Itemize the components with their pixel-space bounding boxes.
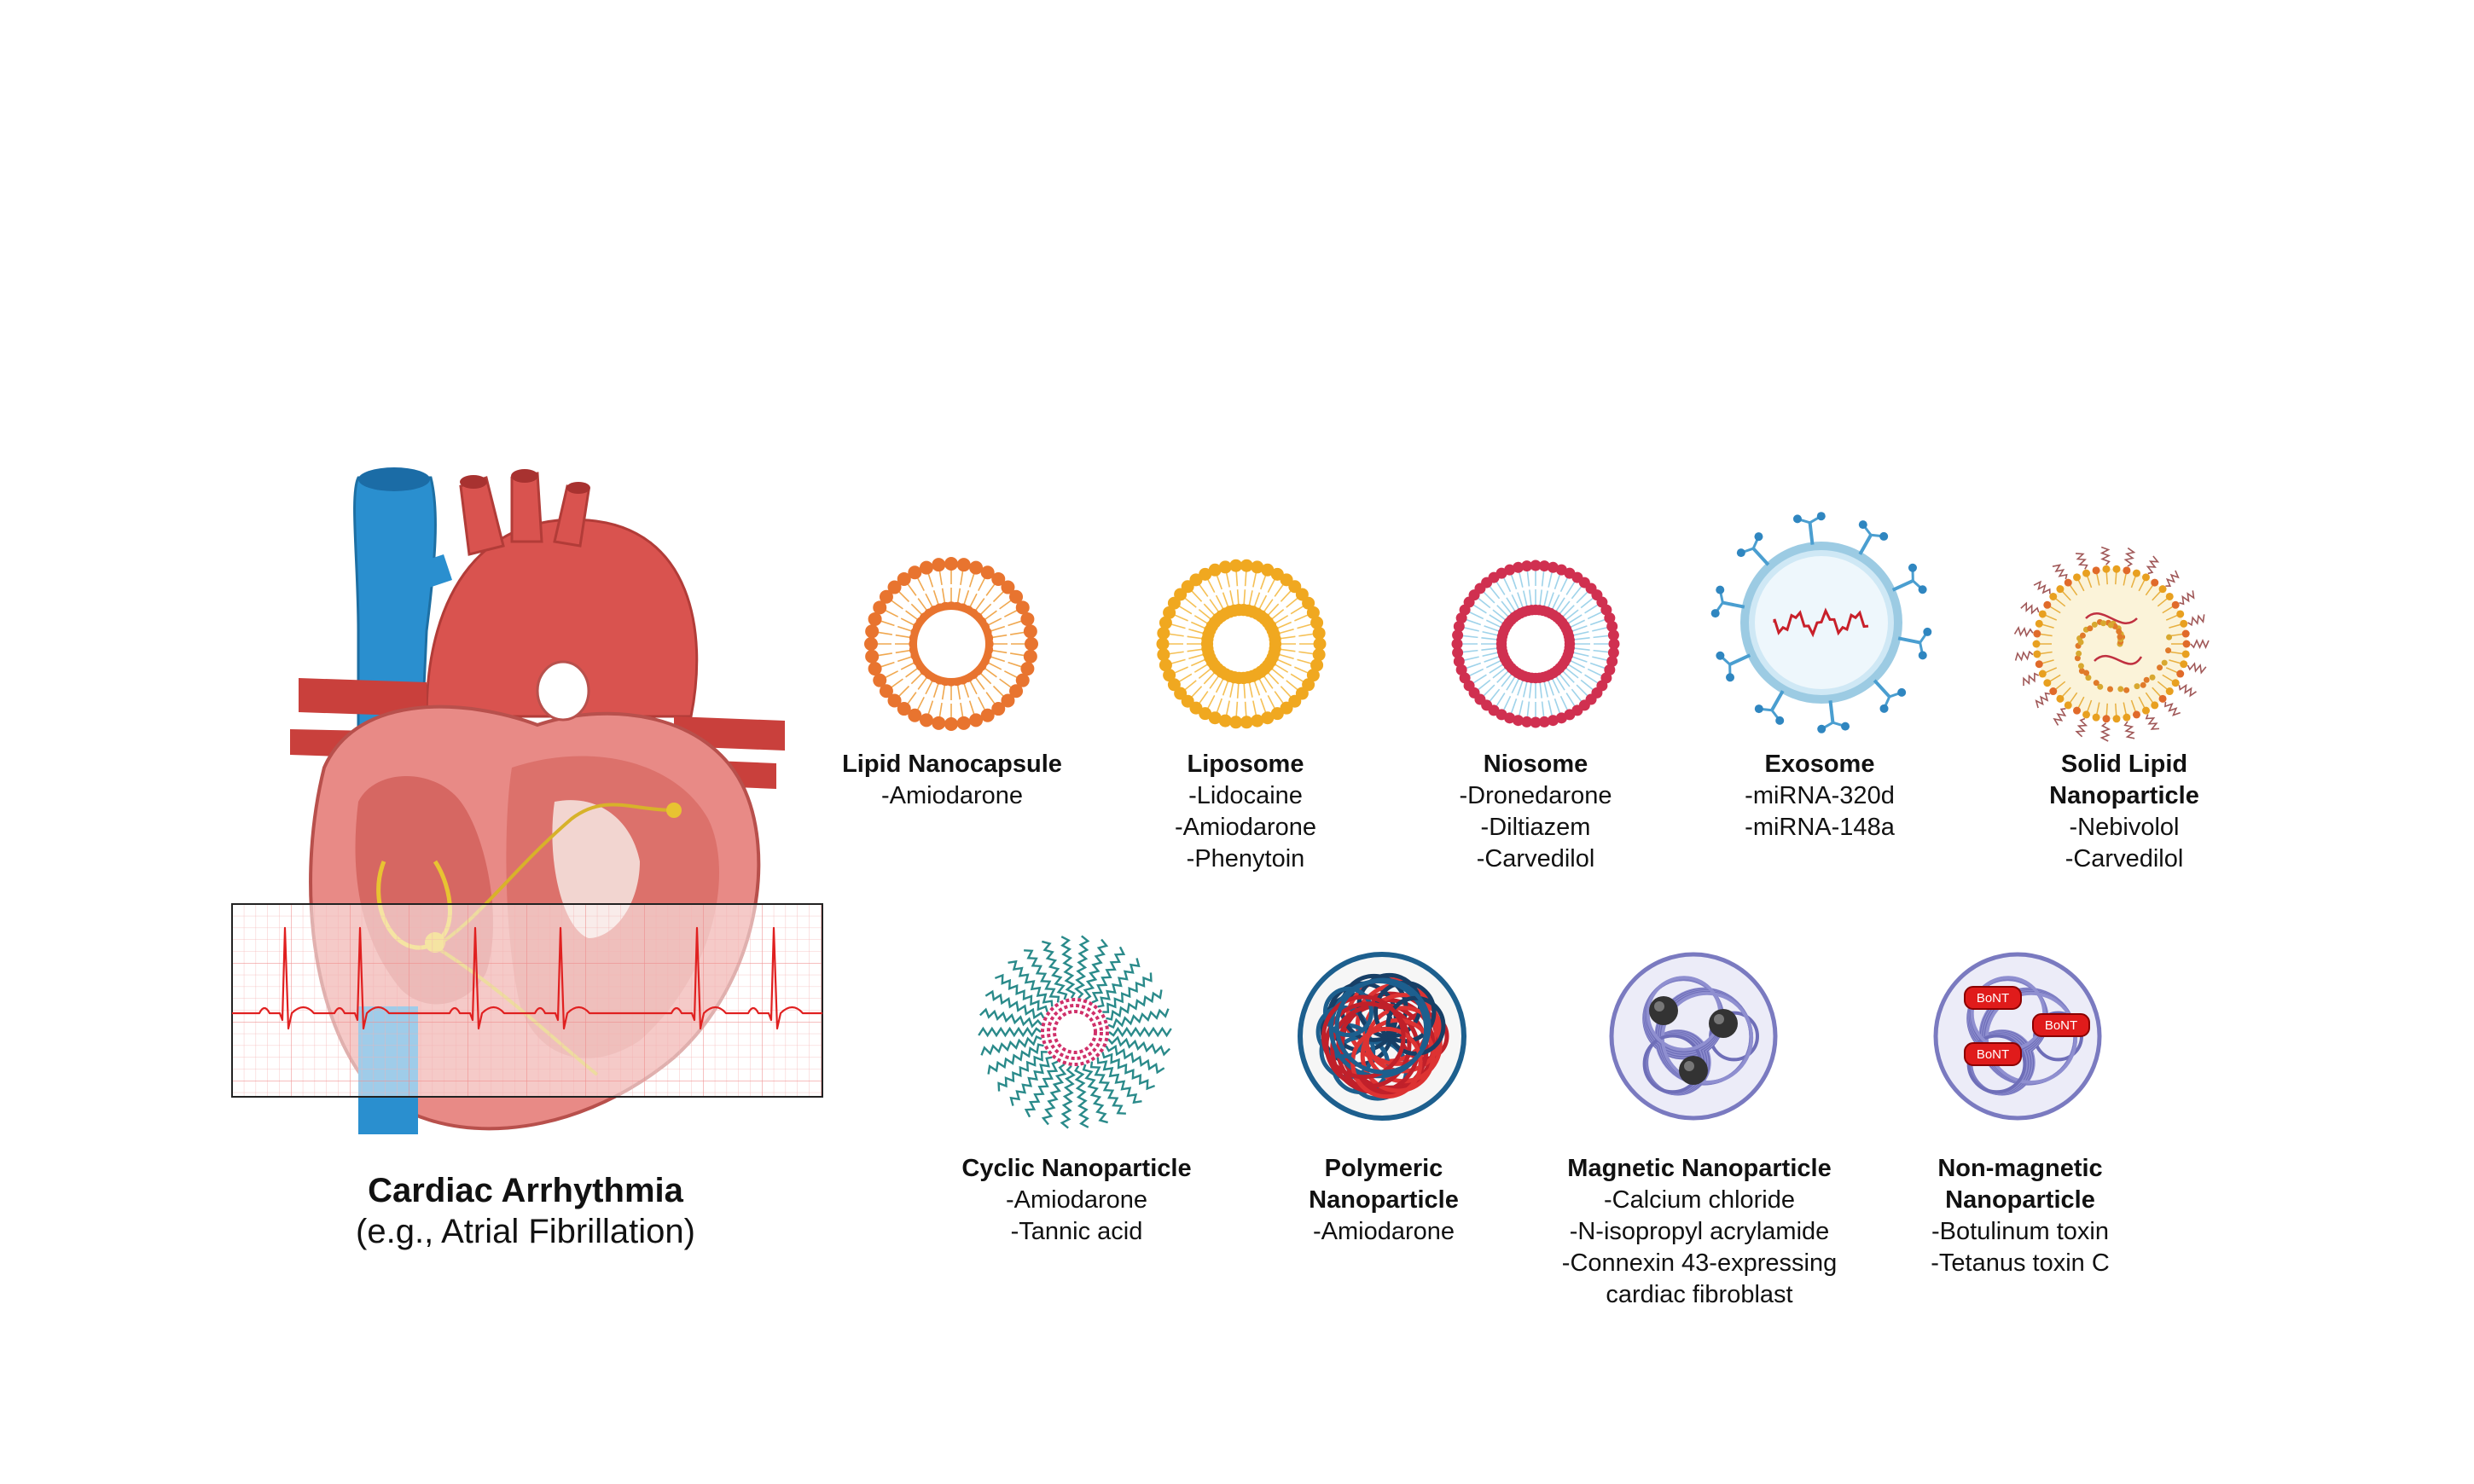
bont-particle: BoNT <box>1964 986 2022 1010</box>
drug-item: -Calcium chloride <box>1603 1186 1795 1214</box>
condition-title-block: Cardiac Arrhythmia (e.g., Atrial Fibrill… <box>356 1170 695 1252</box>
lipid-nanocapsule-illustration <box>864 557 1038 731</box>
solid-lipid-nanoparticle-illustration <box>2013 546 2210 742</box>
cyclic-nanoparticle-label: Cyclic Nanoparticle -Amiodarone -Tannic … <box>961 1153 1191 1248</box>
exosome-illustration <box>1710 512 1932 733</box>
drug-item: -Amiodarone <box>1312 1218 1455 1245</box>
condition-subtitle: (e.g., Atrial Fibrillation) <box>356 1213 695 1250</box>
cyclic-nanoparticle-name: Cyclic Nanoparticle <box>961 1155 1192 1182</box>
magnetic-nanoparticle-name: Magnetic Nanoparticle <box>1567 1155 1832 1182</box>
drug-item: cardiac fibroblast <box>1606 1281 1793 1308</box>
bont-label-2: BoNT <box>2045 1018 2077 1033</box>
drug-item: -Botulinum toxin <box>1931 1218 2109 1245</box>
bont-particle: BoNT <box>2032 1013 2090 1037</box>
niosome-illustration <box>1451 559 1620 728</box>
drug-item: -Carvedilol <box>1476 845 1595 872</box>
ecg-strip <box>231 903 823 1098</box>
exosome-label: Exosome -miRNA-320d -miRNA-148a <box>1745 749 1895 843</box>
bont-label-1: BoNT <box>1977 991 2009 1006</box>
drug-item: -Amiodarone <box>880 782 1024 809</box>
drug-item: -miRNA-148a <box>1745 814 1895 841</box>
bont-label-3: BoNT <box>1977 1047 2009 1062</box>
magnetic-nanoparticle-illustration <box>1609 952 1778 1121</box>
bont-particle: BoNT <box>1964 1042 2022 1066</box>
solid-lipid-nanoparticle-label: Solid Lipid Nanoparticle -Nebivolol -Car… <box>2049 749 2199 875</box>
cyclic-nanoparticle-illustration <box>978 935 1172 1129</box>
lipid-nanocapsule-name: Lipid Nanocapsule <box>842 751 1062 778</box>
ecg-trace <box>232 926 822 1030</box>
non-magnetic-nanoparticle-label: Non-magnetic Nanoparticle -Botulinum tox… <box>1931 1153 2110 1279</box>
non-magnetic-nanoparticle-name: Non-magnetic Nanoparticle <box>1937 1155 2103 1214</box>
niosome-name: Niosome <box>1483 751 1588 778</box>
polymeric-nanoparticle-illustration <box>1298 952 1466 1121</box>
niosome-label: Niosome -Dronedarone -Diltiazem -Carvedi… <box>1460 749 1612 875</box>
drug-item: -Carvedilol <box>2065 845 2184 872</box>
drug-item: -N-isopropyl acrylamide <box>1569 1218 1830 1245</box>
drug-item: -Dronedarone <box>1459 782 1612 809</box>
condition-title: Cardiac Arrhythmia <box>368 1172 683 1209</box>
solid-lipid-nanoparticle-name: Solid Lipid Nanoparticle <box>2049 751 2199 809</box>
drug-item: -Lidocaine <box>1188 782 1303 809</box>
drug-item: -miRNA-320d <box>1745 782 1895 809</box>
drug-item: -Tetanus toxin C <box>1931 1249 2110 1277</box>
drug-item: -Amiodarone <box>1174 814 1317 841</box>
liposome-name: Liposome <box>1187 751 1304 778</box>
liposome-label: Liposome -Lidocaine -Amiodarone -Phenyto… <box>1175 749 1316 875</box>
polymeric-nanoparticle-label: Polymeric Nanoparticle -Amiodarone <box>1309 1153 1459 1248</box>
drug-item: -Amiodarone <box>1005 1186 1148 1214</box>
drug-item: -Tannic acid <box>1010 1218 1143 1245</box>
liposome-illustration <box>1156 559 1327 729</box>
polymeric-nanoparticle-name: Polymeric Nanoparticle <box>1309 1155 1459 1214</box>
exosome-name: Exosome <box>1764 751 1875 778</box>
lipid-nanocapsule-label: Lipid Nanocapsule -Amiodarone <box>842 749 1062 812</box>
magnetic-nanoparticle-label: Magnetic Nanoparticle -Calcium chloride … <box>1562 1153 1837 1311</box>
drug-item: -Connexin 43-expressing <box>1561 1249 1838 1277</box>
drug-item: -Phenytoin <box>1186 845 1305 872</box>
drug-item: -Diltiazem <box>1480 814 1591 841</box>
drug-item: -Nebivolol <box>2069 814 2180 841</box>
non-magnetic-nanoparticle-illustration: BoNT BoNT BoNT <box>1933 952 2102 1121</box>
